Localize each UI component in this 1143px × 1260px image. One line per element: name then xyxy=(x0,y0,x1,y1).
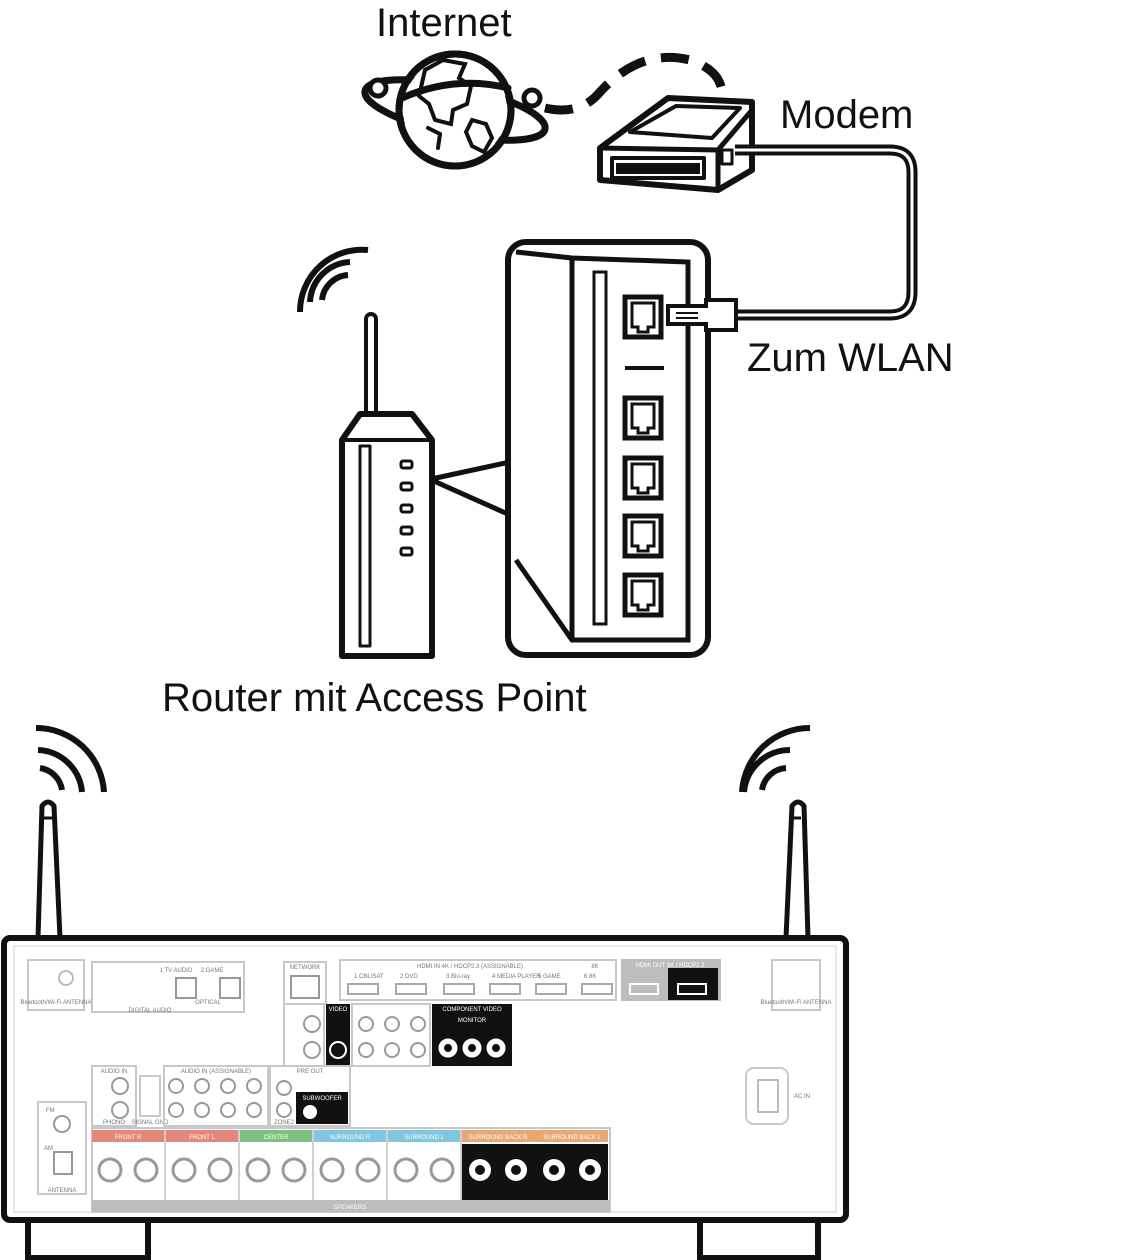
antenna-socket-left: Bluetooth/Wi-Fi ANTENNA xyxy=(20,959,92,1011)
hdmi-input-6: 6 8K xyxy=(584,974,596,980)
antenna-label: ANTENNA xyxy=(48,1188,77,1194)
wan-port xyxy=(622,294,664,340)
antenna-socket-right: Bluetooth/Wi-Fi ANTENNA xyxy=(760,959,832,1011)
video-label: VIDEO xyxy=(329,1007,348,1013)
audio-in-panel: AUDIO IN PHONO SIGNAL GND AUDIO IN (ASSI… xyxy=(91,1065,269,1127)
lan-port-2 xyxy=(622,455,664,501)
zoom-callout xyxy=(433,459,513,518)
hdmi-input-4: 4 MEDIA PLAYER xyxy=(492,974,541,980)
router-icon xyxy=(296,246,435,659)
hdmi-out-panel: HDMI OUT 8K / HDCP2.3 xyxy=(621,959,721,1001)
audio-assignable-label: AUDIO IN (ASSIGNABLE) xyxy=(181,1069,251,1075)
speaker-terminals: FRONT R FRONT L CENTER SURROUND R SURROU… xyxy=(91,1127,611,1213)
hdmi-out-label: HDMI OUT 8K / HDCP2.3 xyxy=(636,963,706,969)
optical-2-label: 2 GAME xyxy=(201,968,224,974)
optical-label: OPTICAL xyxy=(195,1000,221,1006)
speaker-surround-back-r: SURROUND BACK R xyxy=(469,1135,528,1141)
router-zoom-panel xyxy=(505,239,711,658)
audio-in-label: AUDIO IN xyxy=(101,1069,128,1075)
lan-port-1 xyxy=(622,395,664,441)
hdmi-input-5: 5 GAME xyxy=(538,974,561,980)
hdmi-input-3: 3 Blu-ray xyxy=(446,974,470,980)
component-video-label: COMPONENT VIDEO xyxy=(442,1007,502,1013)
monitor-label: MONITOR xyxy=(458,1018,487,1024)
fm-label: FM xyxy=(46,1108,55,1114)
speakers-label: SPEAKERS xyxy=(334,1205,366,1211)
hdmi-in-panel: HDMI IN 4K / HDCP2.3 (ASSIGNABLE) 8K 1 C… xyxy=(339,959,617,1001)
receiver-feet xyxy=(25,1217,821,1260)
speaker-surround-l: SURROUND L xyxy=(404,1135,444,1141)
digital-audio-label: DIGITAL AUDIO xyxy=(128,1008,171,1014)
ethernet-plug-icon xyxy=(666,298,738,332)
lan-port-4 xyxy=(622,572,664,618)
network-label: NETWORK xyxy=(290,965,321,971)
modem-label: Modem xyxy=(780,93,914,137)
am-label: AM xyxy=(44,1146,53,1152)
modem-icon xyxy=(597,95,755,193)
speaker-front-l: FRONT L xyxy=(189,1135,215,1141)
tuner-antenna-panel: FM AM ANTENNA xyxy=(37,1101,87,1195)
zum-wlan-label: Zum WLAN xyxy=(747,336,954,380)
signal-gnd-label: SIGNAL GND xyxy=(132,1120,169,1126)
hdmi-input-2: 2 DVD xyxy=(400,974,418,980)
router-label: Router mit Access Point xyxy=(162,676,587,720)
pre-out-label: PRE OUT xyxy=(297,1069,324,1075)
internet-label: Internet xyxy=(376,1,512,45)
hdmi-in-label: HDMI IN 4K / HDCP2.3 (ASSIGNABLE) xyxy=(417,964,523,970)
speaker-center: CENTER xyxy=(264,1135,289,1141)
zone2-label: ZONE2 xyxy=(274,1120,295,1126)
globe-icon xyxy=(361,50,549,170)
ethernet-ports xyxy=(622,294,664,618)
speaker-surround-back-l: SURROUND BACK L xyxy=(543,1135,601,1141)
subwoofer-label: SUBWOOFER xyxy=(302,1096,342,1102)
pre-out-panel: PRE OUT ZONE2 SUBWOOFER xyxy=(269,1065,351,1127)
hdmi-8k-label: 8K xyxy=(591,964,598,970)
digital-audio-panel: 1 TV AUDIO 2 GAME OPTICAL DIGITAL AUDIO xyxy=(91,961,245,1014)
right-antenna-label: Bluetooth/Wi-Fi ANTENNA xyxy=(760,1000,831,1006)
modem-router-cable xyxy=(735,144,918,321)
speaker-front-r: FRONT R xyxy=(115,1135,142,1141)
phono-label: PHONO xyxy=(103,1120,125,1126)
ac-in-label: AC IN xyxy=(794,1094,810,1100)
ac-in-socket: AC IN xyxy=(745,1067,810,1125)
hdmi-input-1: 1 CBL/SAT xyxy=(354,974,384,980)
optical-1-label: 1 TV AUDIO xyxy=(160,968,193,974)
video-component-panel: VIDEO COMPONENT VIDEO MONITOR xyxy=(283,1003,512,1067)
lan-port-3 xyxy=(622,513,664,559)
speaker-surround-r: SURROUND R xyxy=(330,1135,371,1141)
internet-dashed-link xyxy=(543,52,727,115)
left-antenna-label: Bluetooth/Wi-Fi ANTENNA xyxy=(20,1000,91,1006)
